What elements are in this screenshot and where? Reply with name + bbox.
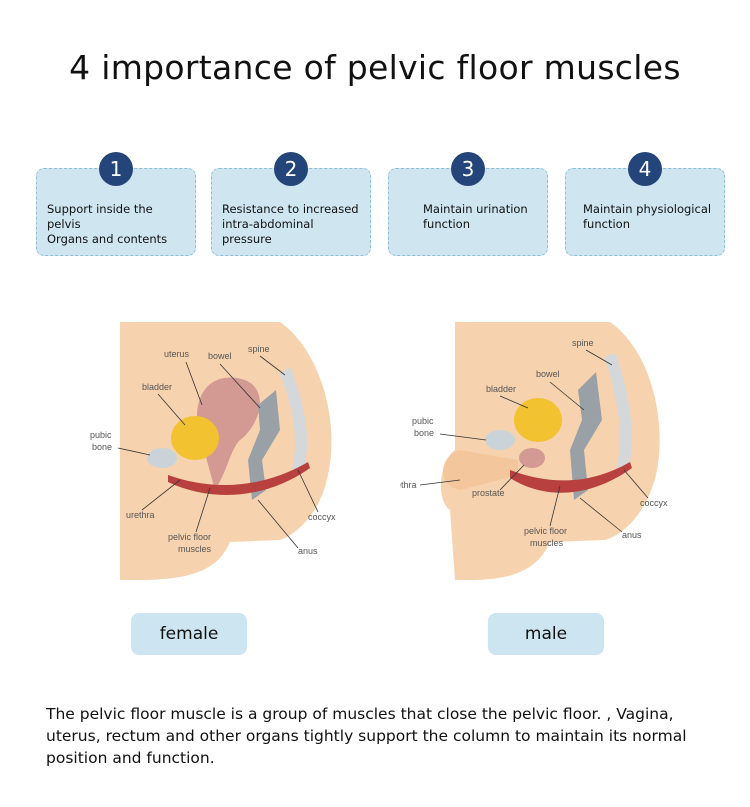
card-4: 4 Maintain physiological function [565,152,725,256]
number-badge: 2 [274,152,308,186]
page-title: 4 importance of pelvic floor muscles [69,48,681,87]
pelvic-floor-muscle-shape [168,462,310,495]
label-muscles: muscles [178,544,212,554]
penis-shape [443,450,518,490]
label-spine: spine [572,338,594,348]
card-3: 3 Maintain urination function [388,152,548,256]
number-badge: 3 [451,152,485,186]
male-label-pill: male [488,613,604,655]
pelvic-floor-muscle-shape [510,462,632,493]
label-anus: anus [622,530,642,540]
label-urethra: urethra [400,480,417,490]
female-label-pill: female [131,613,247,655]
pubic-bone-shape [147,448,177,468]
bowel-shape [570,372,602,500]
card-text: Support inside the pelvis Organs and con… [47,202,168,246]
leader-lines [419,349,649,533]
uterus-shape [197,377,260,490]
leader-lines [117,355,319,549]
label-bone: bone [414,428,434,438]
label-coccyx: coccyx [640,498,668,508]
male-body-silhouette [440,322,660,580]
bladder-shape [171,416,219,460]
label-bowel: bowel [536,369,560,379]
card-text: Resistance to increased intra-abdominal … [222,202,359,246]
female-anatomy-diagram: uterus bowel spine bladder pubic bone ur… [90,322,336,580]
label-bowel: bowel [208,351,232,361]
male-anatomy-diagram: spine bowel bladder pubic bone urethra p… [400,322,668,580]
number-badge: 4 [628,152,662,186]
label-uterus: uterus [164,349,190,359]
spine-shape [279,367,308,472]
spine-shape [604,353,632,472]
label-bone: bone [92,442,112,452]
label-prostate: prostate [472,488,505,498]
label-bladder: bladder [486,384,516,394]
label-muscles: muscles [530,538,564,548]
number-badge: 1 [99,152,133,186]
label-pelvic-floor: pelvic floor [168,532,211,542]
card-text: Maintain urination function [423,202,528,231]
label-urethra: urethra [126,510,155,520]
label-pubic: pubic [90,430,112,440]
card-1: 1 Support inside the pelvis Organs and c… [36,152,196,256]
bowel-shape [248,390,280,500]
label-pubic: pubic [412,416,434,426]
label-bladder: bladder [142,382,172,392]
prostate-shape [519,448,545,468]
label-spine: spine [248,344,270,354]
card-2: 2 Resistance to increased intra-abdomina… [211,152,371,256]
label-coccyx: coccyx [308,512,336,522]
description-text: The pelvic floor muscle is a group of mu… [46,705,687,767]
pubic-bone-shape [485,430,515,450]
bladder-shape [514,398,562,442]
label-pelvic-floor: pelvic floor [524,526,567,536]
card-text: Maintain physiological function [583,202,712,231]
label-anus: anus [298,546,318,556]
